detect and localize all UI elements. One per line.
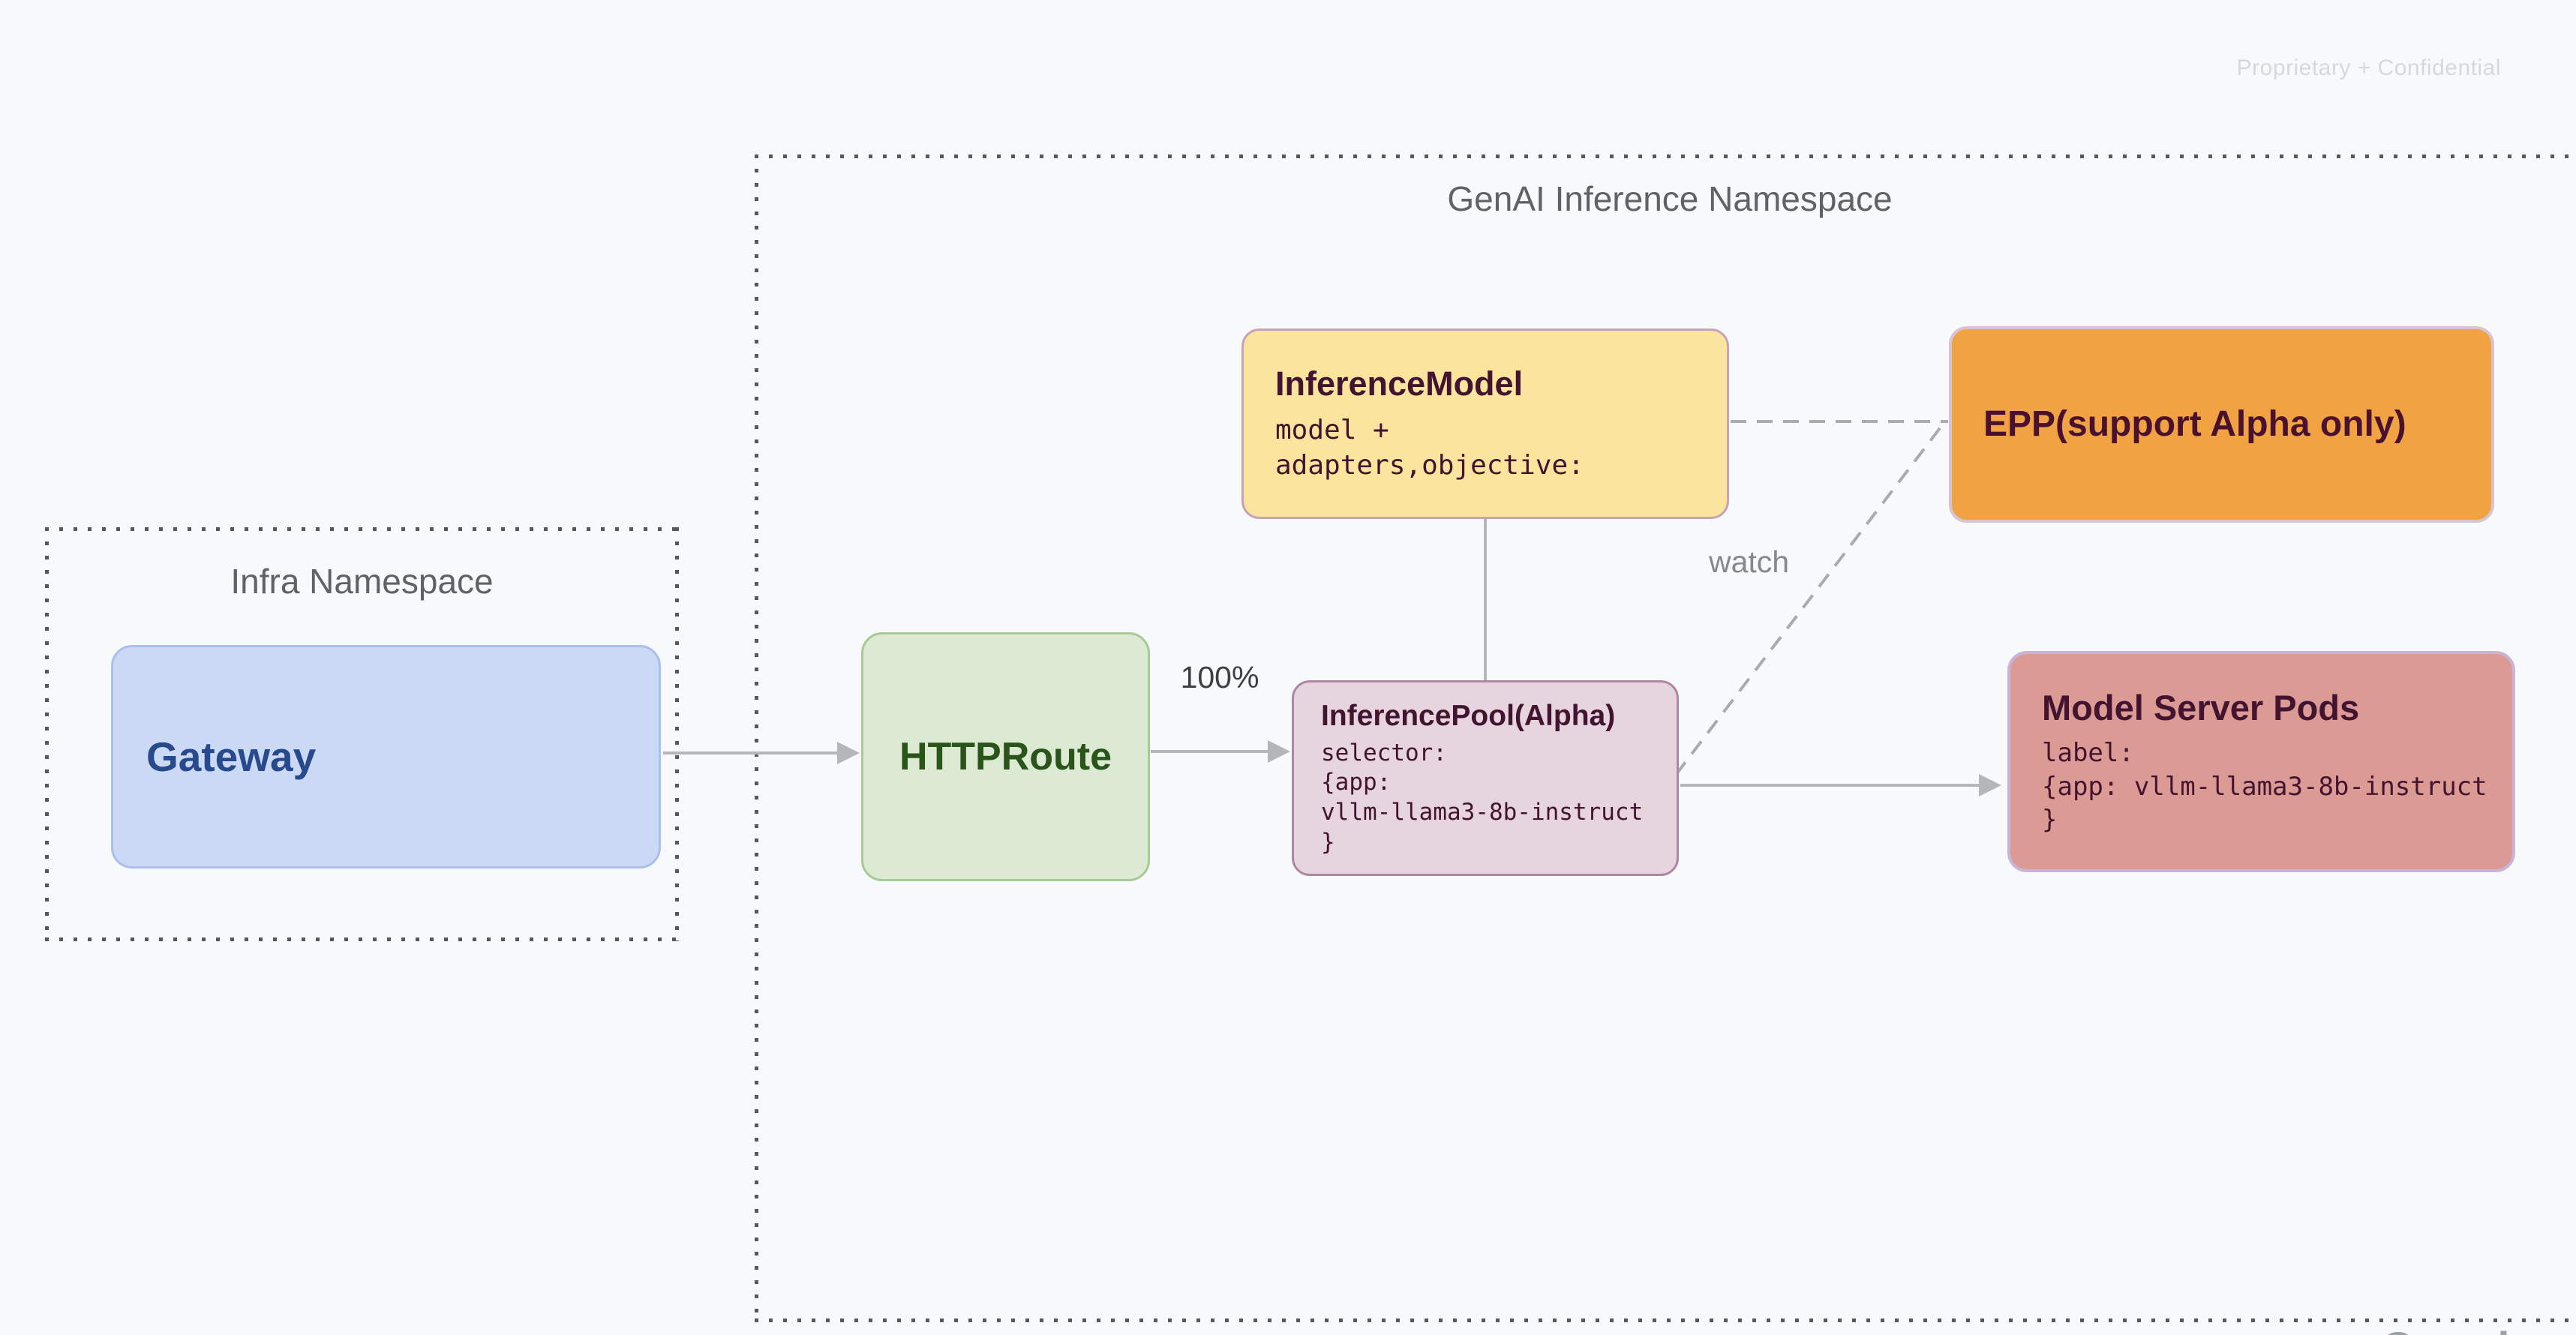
- inferencepool-spec-line: }: [1321, 828, 1335, 856]
- modelserverpods-spec-line: }: [2042, 804, 2058, 835]
- inferencepool-spec-line: selector:: [1321, 739, 1447, 766]
- modelserverpods-spec-line: {app: vllm-llama3-8b-instruct: [2042, 771, 2487, 802]
- edge-httproute-to-inferencepool-line: [1151, 750, 1271, 753]
- inferencepool-spec-line: {app:: [1321, 769, 1392, 796]
- inferencemodel-spec-line: adapters,objective:: [1275, 450, 1584, 481]
- edge-inferencemodel-to-epp-dashed-line: [1731, 420, 1948, 423]
- epp-node: EPP(support Alpha only): [1949, 326, 2494, 523]
- edge-gateway-to-httproute-line: [663, 752, 843, 754]
- watch-label: watch: [1709, 544, 1790, 579]
- edge-gateway-to-httproute-arrowhead-icon: [837, 742, 860, 764]
- httproute-node: HTTPRoute: [861, 632, 1150, 881]
- google-logo: Google: [2381, 1323, 2535, 1335]
- httproute-label: HTTPRoute: [899, 734, 1112, 778]
- epp-label: EPP(support Alpha only): [1983, 404, 2406, 445]
- inferencemodel-spec-line: model +: [1275, 415, 1389, 446]
- edge-inferencemodel-to-inferencepool-line: [1484, 519, 1487, 681]
- edge-weight-label: 100%: [1180, 660, 1259, 694]
- edge-inferencepool-to-modelserverpods-line: [1680, 784, 1980, 787]
- inferencemodel-title: InferenceModel: [1275, 364, 1524, 404]
- gateway-node: Gateway: [111, 645, 661, 868]
- inferencepool-node: InferencePool(Alpha) selector: {app: vll…: [1292, 680, 1679, 876]
- edge-inferencepool-to-modelserverpods-arrowhead-icon: [1979, 774, 2001, 796]
- inferencemodel-node: InferenceModel model + adapters,objectiv…: [1241, 328, 1729, 519]
- inferencepool-title: InferencePool(Alpha): [1321, 699, 1616, 732]
- infra-namespace-title: Infra Namespace: [230, 562, 494, 601]
- modelserverpods-node: Model Server Pods label: {app: vllm-llam…: [2007, 651, 2515, 872]
- modelserverpods-title: Model Server Pods: [2042, 688, 2360, 728]
- edge-httproute-to-inferencepool-arrowhead-icon: [1268, 740, 1290, 763]
- genai-namespace-title: GenAI Inference Namespace: [1447, 179, 1893, 218]
- modelserverpods-spec-line: label:: [2042, 738, 2134, 769]
- watermark-text: Proprietary + Confidential: [2236, 56, 2501, 80]
- gateway-label: Gateway: [146, 734, 317, 780]
- inferencepool-spec-line: vllm-llama3-8b-instruct: [1321, 798, 1644, 826]
